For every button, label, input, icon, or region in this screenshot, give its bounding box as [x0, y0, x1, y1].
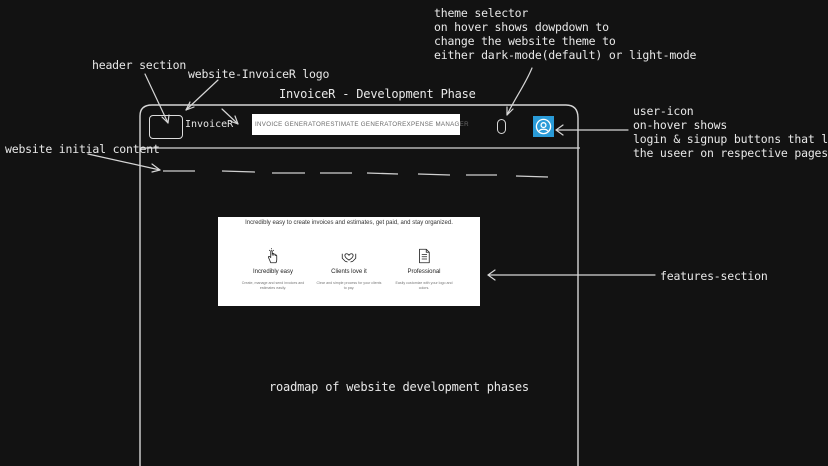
user-avatar-icon: [535, 118, 552, 135]
logo-placeholder[interactable]: [149, 115, 183, 139]
browser-frame: [139, 104, 579, 466]
features-title: Incredibly easy to create invoices and e…: [245, 220, 453, 226]
feature-title: Clients love it: [331, 269, 367, 275]
nav-bar: INVOICE GENERATOR ESTIMATE GENERATOR EXP…: [252, 114, 469, 135]
document-icon: [419, 248, 430, 264]
heart-hands-icon: [341, 253, 357, 263]
feature-desc: Clear and simple process for your client…: [316, 281, 382, 290]
feature-title: Professional: [407, 269, 441, 275]
annotation-arrows: [87, 67, 656, 281]
dev-phase-title: InvoiceR - Development Phase: [279, 87, 476, 101]
feature-desc: Easily customize with your logo and colo…: [395, 281, 453, 290]
feature-title: Incredibly easy: [252, 269, 294, 275]
feature-clients-love-it: Clients love it Clear and simple process…: [309, 247, 389, 291]
logo-text[interactable]: InvoiceR: [185, 119, 234, 130]
nav-invoice-generator[interactable]: INVOICE GENERATOR: [255, 121, 326, 128]
header-section-note: header section: [92, 58, 187, 72]
roadmap-note: roadmap of website development phases: [269, 380, 529, 394]
initial-content-note: website initial content: [5, 142, 160, 156]
feature-desc: Create, manage and send invoices and est…: [241, 281, 305, 290]
initial-content-dashes: [163, 170, 549, 178]
theme-selector-toggle[interactable]: [497, 119, 506, 134]
user-icon[interactable]: [533, 116, 554, 137]
nav-estimate-generator[interactable]: ESTIMATE GENERATOR: [325, 121, 403, 128]
logo-note: website-InvoiceR logo: [188, 67, 330, 81]
features-section: Incredibly easy to create invoices and e…: [218, 217, 480, 306]
nav-expense-manager[interactable]: EXPENSE MANAGER: [402, 121, 469, 128]
feature-professional: Professional Easily customize with your …: [384, 247, 464, 291]
theme-selector-note: theme selector on hover shows dowpdown t…: [434, 6, 697, 62]
hand-pointer-icon: [267, 248, 278, 264]
features-section-note: features-section: [660, 269, 768, 283]
feature-incredibly-easy: Incredibly easy Create, manage and send …: [233, 247, 313, 291]
user-icon-note: user-icon on-hover shows login & signup …: [633, 104, 828, 160]
